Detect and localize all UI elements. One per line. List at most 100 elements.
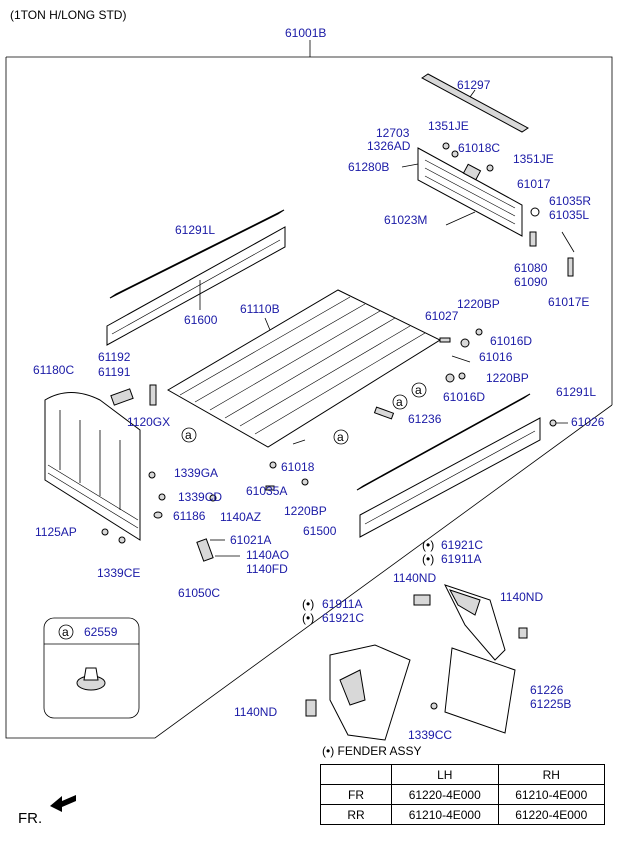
front-panel-fasteners (101, 471, 240, 562)
callout-1140ND-c: 1140ND (234, 705, 277, 719)
callout-61017: 61017 (517, 177, 551, 191)
ref-marker-a-floor-4: a (411, 382, 427, 398)
table-header-rh: RH (497, 764, 605, 785)
callout-61600: 61600 (184, 313, 218, 327)
svg-text:a: a (415, 383, 422, 397)
callout-61027: 61027 (425, 309, 459, 323)
table-cell-lh: 61210-4E000 (391, 804, 499, 825)
callout-61921C-a: 61921C (441, 538, 483, 552)
svg-text:a: a (396, 395, 403, 409)
callout-61090: 61090 (514, 275, 548, 289)
callout-1140AO: 1140AO (246, 548, 289, 562)
diagram-title: (1TON H/LONG STD) (10, 8, 127, 22)
callout-1125AP: 1125AP (35, 525, 77, 539)
table-row: RR 61210-4E000 61220-4E000 (320, 804, 605, 825)
callout-61110B: 61110B (240, 302, 280, 316)
callout-61050C: 61050C (178, 586, 220, 600)
star-marker-61921C-b: (•) (302, 611, 314, 625)
callout-1140ND-b: 1140ND (500, 590, 543, 604)
star-marker-61911A-b: (•) (302, 597, 314, 611)
table-header-row: LH RH (320, 764, 605, 785)
star-marker-61911A-a: (•) (422, 552, 434, 566)
callout-61911A-b: 61911A (322, 597, 362, 611)
callout-61035A: 61035A (246, 484, 287, 498)
callout-61180C: 61180C (33, 363, 74, 377)
floor-fasteners (439, 328, 483, 383)
callout-61192: 61192 (98, 350, 131, 364)
side-gate-bolt (549, 419, 568, 427)
fender-assy-table: LH RH FR 61220-4E000 61210-4E000 RR 6121… (320, 764, 605, 825)
callout-61291L-b: 61291L (556, 385, 596, 399)
callout-61016D-b: 61016D (443, 390, 485, 404)
table-header-blank (320, 764, 392, 785)
table-cell-lh: 61220-4E000 (391, 784, 499, 805)
tailgate-seal-strip (421, 73, 529, 133)
callout-61280B: 61280B (348, 160, 389, 174)
hinge-fasteners (265, 439, 309, 491)
callout-61021A: 61021A (230, 533, 271, 547)
callout-61016: 61016 (479, 350, 513, 364)
svg-text:a: a (337, 430, 344, 444)
table-cell-rh: 61210-4E000 (497, 784, 605, 805)
front-fender (305, 644, 411, 741)
callout-1339CD: 1339CD (178, 490, 222, 504)
callout-61186: 61186 (173, 509, 206, 523)
table-cell-rh: 61220-4E000 (497, 804, 605, 825)
svg-text:a: a (185, 428, 192, 442)
callout-1140FD: 1140FD (246, 562, 288, 576)
svg-text:a: a (62, 625, 69, 639)
callout-61291L-a: 61291L (175, 223, 215, 237)
hinge-bracket (110, 384, 157, 406)
ref-marker-a-floor-3: a (392, 394, 408, 410)
callout-61500: 61500 (303, 524, 337, 538)
right-side-gate (356, 393, 541, 538)
callout-61018: 61018 (281, 460, 315, 474)
assembly-boundary (5, 40, 613, 739)
callout-1339CE: 1339CE (97, 566, 140, 580)
callout-62559: 62559 (84, 625, 118, 639)
mud-flap (430, 647, 516, 734)
callout-1220BP-c: 1220BP (284, 504, 327, 518)
callout-61035L: 61035L (549, 208, 589, 222)
callout-61016D-a: 61016D (490, 334, 532, 348)
callout-1120GX: 1120GX (127, 415, 170, 429)
callout-61080: 61080 (514, 261, 548, 275)
callout-1351JE-a: 1351JE (428, 119, 469, 133)
table-cell-pos: RR (320, 804, 392, 825)
callout-61911A-a: 61911A (441, 552, 481, 566)
callout-61026: 61026 (571, 415, 605, 429)
tailgate-panel (401, 147, 523, 237)
callout-1220BP-b: 1220BP (486, 371, 529, 385)
tailgate-hardware (442, 142, 575, 277)
callout-1339GA: 1339GA (174, 466, 218, 480)
table-row: FR 61220-4E000 61210-4E000 (320, 784, 605, 805)
inset-detail-62559: a (43, 617, 140, 719)
callout-1326AD: 1326AD (367, 139, 411, 153)
front-panel (44, 392, 141, 541)
callout-1140AZ: 1140AZ (220, 510, 261, 524)
front-direction-arrow-icon (50, 795, 76, 812)
callout-61226: 61226 (530, 683, 564, 697)
star-marker-61921C-a: (•) (422, 538, 434, 552)
left-side-gate (106, 209, 286, 346)
callout-1339CC: 1339CC (408, 728, 452, 742)
callout-61018C: 61018C (458, 141, 500, 155)
callout-61236: 61236 (408, 412, 442, 426)
rear-fender-bracket (413, 584, 528, 661)
callout-1140ND-a: 1140ND (393, 571, 436, 585)
callout-61921C-b: 61921C (322, 611, 364, 625)
callout-1351JE-b: 1351JE (513, 152, 554, 166)
table-cell-pos: FR (320, 784, 392, 805)
fender-assy-note: (•) FENDER ASSY (322, 744, 422, 758)
callout-61225B: 61225B (530, 697, 571, 711)
callout-61191: 61191 (98, 365, 131, 379)
ref-marker-a-floor-1: a (181, 427, 197, 443)
front-direction-label: FR. (18, 810, 43, 827)
table-header-lh: LH (391, 764, 499, 785)
callout-61023M: 61023M (384, 213, 427, 227)
callout-12703: 12703 (376, 126, 410, 140)
callout-61297: 61297 (457, 78, 491, 92)
ref-marker-a-floor-2: a (333, 429, 349, 445)
floor-bracket-61236 (373, 406, 395, 420)
